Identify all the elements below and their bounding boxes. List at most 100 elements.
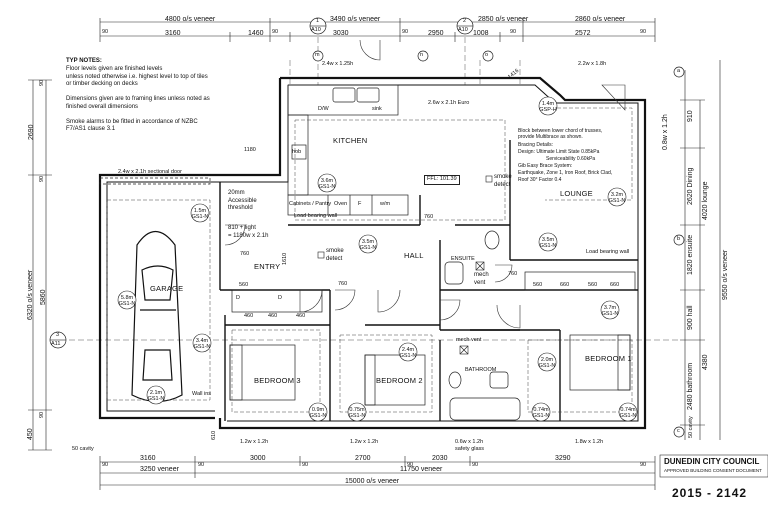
label-cabinets: Cabinets / Pantry xyxy=(289,201,332,207)
dim-bottom-90: 90 xyxy=(198,462,205,468)
label-load-bearing-wall-2: Load bearing wall xyxy=(586,249,630,255)
window-label-bottom-2: 1.2w x 1.2h xyxy=(350,439,379,445)
dim-right-4380: 4380 xyxy=(702,354,709,370)
section-marker-1: 1 xyxy=(316,18,320,24)
dim-right-hall: 900 hall xyxy=(687,305,694,330)
window-label-top-1: 2.4w x 1.25h xyxy=(322,61,354,67)
dim-top-veneer-3: 2850 o/s veneer xyxy=(478,16,529,23)
label-smoke-2: smoke detect xyxy=(494,174,512,188)
dim-bottom-90: 90 xyxy=(407,462,414,468)
dim-660: 660 xyxy=(560,282,570,288)
dim-left-450: 450 xyxy=(27,428,34,440)
dim-bottom-11750: 11750 veneer xyxy=(400,466,443,473)
bracing-service: Serviceability 0.60kPa xyxy=(546,156,596,162)
dim-top-veneer-1: 4800 o/s veneer xyxy=(165,16,216,23)
window-label-top-2: 2.6w x 2.1h Euro xyxy=(428,100,470,106)
dim-left-5860: 5860 xyxy=(40,289,47,305)
grid-label-m: m xyxy=(315,52,320,58)
window-label-top-3: 2.2w x 1.8h xyxy=(578,61,607,67)
dim-560: 560 xyxy=(588,282,598,288)
label-load-bearing-wall-1: Load bearing wall xyxy=(294,213,338,219)
dim-top-90: 90 xyxy=(402,29,409,35)
label-oven: Oven xyxy=(334,201,348,207)
dim-460: 460 xyxy=(296,313,306,319)
room-kitchen: KITCHEN xyxy=(333,136,368,145)
dim-bottom-3160: 3160 xyxy=(140,455,156,462)
grid-label-b: b xyxy=(677,236,681,242)
label-fridge: F xyxy=(358,201,362,207)
bracing-roof: Roof 30° Factor 0.4 xyxy=(518,177,562,183)
dim-top-1460: 1460 xyxy=(248,30,264,37)
label-sink: sink xyxy=(372,106,382,112)
dim-left-90: 90 xyxy=(39,175,45,182)
dim-bottom-2030: 2030 xyxy=(432,455,448,462)
label-wm: w/m xyxy=(380,201,391,207)
dim-top-2950: 2950 xyxy=(428,30,444,37)
dim-left-90: 90 xyxy=(39,411,45,418)
dim-560: 560 xyxy=(239,282,249,288)
room-ensuite: ENSUITE xyxy=(451,256,475,262)
dim-bottom-3000: 3000 xyxy=(250,455,266,462)
dim-right-910: 910 xyxy=(687,110,694,122)
dim-right-lounge: 4020 lounge xyxy=(702,181,709,220)
label-smoke-1: smoke detect xyxy=(326,248,344,262)
dim-right-outer: 9550 o/s veneer xyxy=(722,249,729,300)
dim-bottom-90: 90 xyxy=(102,462,109,468)
dim-left-2690: 2690 xyxy=(28,124,35,140)
label-wall-ins: Wall ins xyxy=(192,391,212,397)
dim-top-90: 90 xyxy=(272,29,279,35)
dim-cavity-left: 50 cavity xyxy=(72,446,94,452)
notes-body: Floor levels given are finished levels u… xyxy=(66,66,210,132)
label-dw: D/W xyxy=(318,106,329,112)
dim-top-90: 90 xyxy=(640,29,647,35)
dim-bottom-3290: 3290 xyxy=(555,455,571,462)
dim-560: 560 xyxy=(533,282,543,288)
dim-760: 760 xyxy=(424,214,434,220)
dim-top-90: 90 xyxy=(510,29,517,35)
bracing-title: Bracing Details: xyxy=(518,142,554,148)
dim-760: 760 xyxy=(240,251,250,257)
window-right: 0.8w x 1.2h xyxy=(662,114,669,150)
label-d-1: D xyxy=(278,295,282,301)
dim-bottom-total: 15000 o/s veneer xyxy=(345,478,400,485)
dim-1180: 1180 xyxy=(244,147,256,153)
dim-right-dining: 2620 Dining xyxy=(687,167,694,205)
dim-top-veneer-2: 3490 o/s veneer xyxy=(330,16,381,23)
room-bathroom: BATHROOM xyxy=(465,367,497,373)
dim-right-bathroom: 2480 bathroom xyxy=(687,362,694,410)
dim-top-3030: 3030 xyxy=(333,30,349,37)
grid-label-c: c xyxy=(677,428,680,434)
dim-top-2572: 2572 xyxy=(575,30,591,37)
dim-top-1008: 1008 xyxy=(473,30,489,37)
dim-460: 460 xyxy=(244,313,254,319)
section-ref-2: A10 xyxy=(458,27,468,33)
section-ref-3: A11 xyxy=(51,341,61,347)
bracing-eq: Earthquake, Zone 1, Iron Roof, Brick Cla… xyxy=(518,170,613,176)
dim-right-ensuite: 1820 ensuite xyxy=(687,234,694,275)
room-garage: GARAGE xyxy=(150,284,184,293)
council-stamp-title: DUNEDIN CITY COUNCIL xyxy=(664,457,760,466)
dim-right-cavity: 50 cavity xyxy=(688,416,694,438)
room-entry: ENTRY xyxy=(254,262,281,271)
room-bedroom-3: BEDROOM 3 xyxy=(254,376,301,385)
room-lounge: LOUNGE xyxy=(560,189,593,198)
dim-bottom-90: 90 xyxy=(472,462,479,468)
dim-610: 610 xyxy=(211,430,217,440)
label-mech-vent-1: mech vent xyxy=(474,272,489,286)
bracing-gib: Gib Easy Brace System: xyxy=(518,163,573,169)
label-threshold: 20mm Accessible threshold xyxy=(228,190,257,211)
dim-top-3160: 3160 xyxy=(165,30,181,37)
truss-note: Block between lower chord of trusses, pr… xyxy=(518,128,603,141)
label-safety-glass: safety glass xyxy=(455,446,485,452)
consent-number: 2015 - 2142 xyxy=(672,486,748,500)
